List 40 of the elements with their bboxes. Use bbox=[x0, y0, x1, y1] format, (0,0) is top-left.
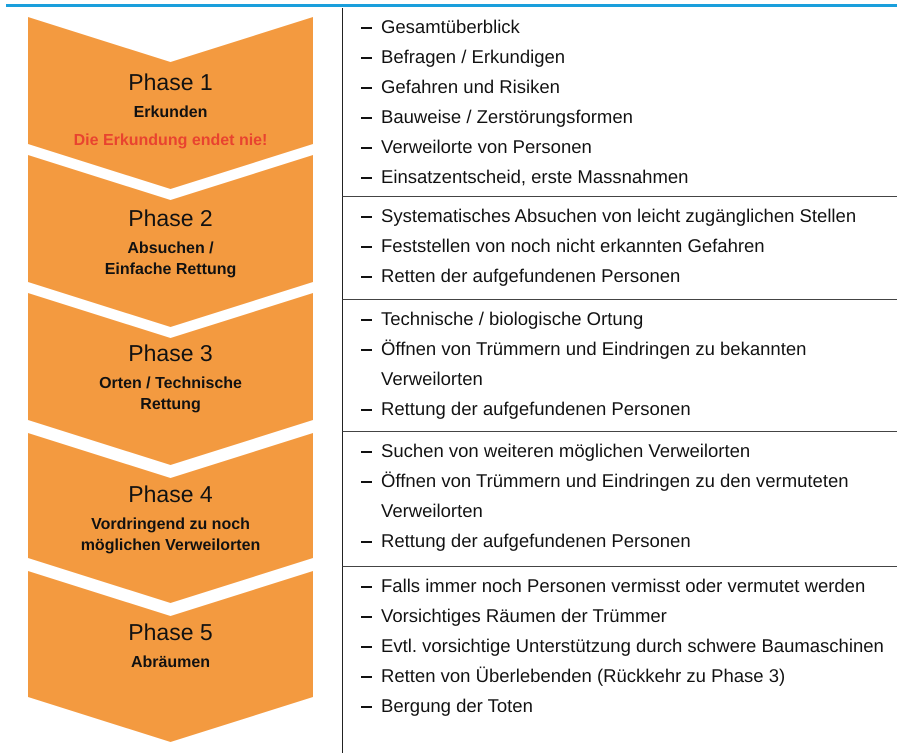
phase-subtitle: Vordringend zu noch möglichen Verweilorten bbox=[80, 515, 262, 556]
list-item: Vorsichtiges Räumen der Trümmer bbox=[381, 604, 668, 628]
list-item: Öffnen von Trümmern und Eindringen zu den vermuteten Verweilorten bbox=[381, 469, 850, 523]
phase-title: Phase 1 bbox=[128, 69, 213, 96]
description-panel bbox=[342, 300, 897, 432]
phase-subtitle: Abräumen bbox=[130, 653, 212, 673]
chevron-shape bbox=[28, 571, 313, 742]
description-panel bbox=[342, 197, 897, 300]
list-item: Gesamtüberblick bbox=[381, 15, 521, 39]
list-item: Öffnen von Trümmern und Eindringen zu bekannten Verweilorten bbox=[381, 337, 808, 391]
phase-title: Phase 2 bbox=[128, 205, 213, 232]
chevron-shape bbox=[28, 293, 313, 465]
list-item: Retten der aufgefundenen Personen bbox=[381, 264, 682, 288]
list-item: Einsatzentscheid, erste Massnahmen bbox=[381, 165, 690, 189]
warning-note: Die Erkundung endet nie! bbox=[74, 132, 268, 150]
description-panel bbox=[342, 8, 897, 197]
phase-title: Phase 3 bbox=[128, 340, 213, 367]
phase-subtitle: Orten / Technische Rettung bbox=[98, 374, 243, 415]
description-panel bbox=[342, 432, 897, 567]
list-item: Bergung der Toten bbox=[381, 694, 534, 718]
list-item: Gefahren und Risiken bbox=[381, 75, 561, 99]
phase-subtitle: Erkunden bbox=[132, 103, 208, 123]
list-item: Bauweise / Zerstörungsformen bbox=[381, 105, 634, 129]
list-item: Systematisches Absuchen von leicht zugänglichen Stellen bbox=[381, 204, 858, 228]
list-item: Evtl. vorsichtige Unterstützung durch schwere Baumaschinen bbox=[381, 634, 885, 658]
phase-subtitle: Absuchen / Einfache Rettung bbox=[104, 239, 238, 280]
list-item: Retten von Überlebenden (Rückkehr zu Phase 3) bbox=[381, 664, 786, 688]
phase-title: Phase 4 bbox=[128, 481, 213, 508]
list-item: Verweilorte von Personen bbox=[381, 135, 593, 159]
list-item: Suchen von weiteren möglichen Verweilorten bbox=[381, 439, 752, 463]
chevron-shape bbox=[28, 17, 313, 189]
list-item: Rettung der aufgefundenen Personen bbox=[381, 529, 692, 553]
list-item: Befragen / Erkundigen bbox=[381, 45, 566, 69]
list-item: Falls immer noch Personen vermisst oder vermutet werden bbox=[381, 574, 866, 598]
list-item: Feststellen von noch nicht erkannten Gefahren bbox=[381, 234, 766, 258]
list-item: Rettung der aufgefundenen Personen bbox=[381, 397, 692, 421]
list-item: Technische / biologische Ortung bbox=[381, 307, 644, 331]
chevron-shape bbox=[28, 433, 313, 603]
chevron-shape bbox=[28, 155, 313, 327]
phase-title: Phase 5 bbox=[128, 619, 213, 646]
